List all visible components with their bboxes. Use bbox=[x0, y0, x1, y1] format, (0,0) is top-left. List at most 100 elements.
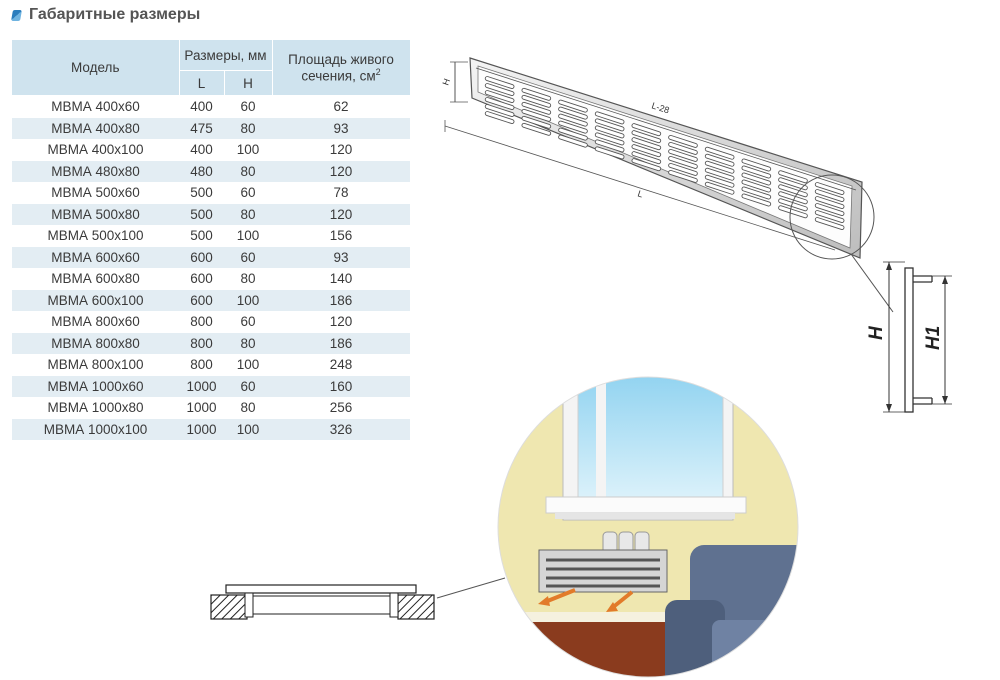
grille-slot bbox=[704, 160, 735, 174]
grille-slot bbox=[484, 111, 515, 125]
grille-slot bbox=[594, 132, 625, 146]
section-view-drawing bbox=[210, 577, 506, 620]
grille-slot bbox=[704, 174, 735, 188]
header-h: H bbox=[224, 70, 273, 96]
cell-area: 186 bbox=[272, 332, 411, 354]
grille-slot bbox=[558, 134, 588, 148]
cell-length: 800 bbox=[179, 354, 224, 376]
grille-slot bbox=[814, 203, 845, 217]
grille-slot bbox=[668, 148, 698, 162]
grille-slot bbox=[521, 87, 552, 101]
grille-slot bbox=[704, 153, 735, 167]
cell-area: 93 bbox=[272, 117, 411, 139]
cell-area: 256 bbox=[272, 397, 411, 419]
grille-slot bbox=[741, 179, 772, 193]
grille-slot bbox=[631, 137, 662, 151]
grille-l28-label: L-28 bbox=[650, 100, 670, 115]
grille-slot bbox=[778, 177, 808, 191]
cell-length: 475 bbox=[179, 117, 224, 139]
profile-h1-label: H1 bbox=[923, 326, 944, 350]
grille-slot bbox=[814, 196, 845, 210]
cell-height: 100 bbox=[224, 289, 273, 311]
cell-height: 80 bbox=[224, 268, 273, 290]
grille-slot bbox=[668, 169, 698, 183]
grille-slot bbox=[631, 158, 662, 172]
grille-h-label: H bbox=[440, 77, 452, 87]
cell-area: 120 bbox=[272, 311, 411, 333]
cell-height: 80 bbox=[224, 160, 273, 182]
cell-height: 80 bbox=[224, 397, 273, 419]
cell-model: МВМА 800х80 bbox=[12, 332, 179, 354]
cell-length: 600 bbox=[179, 268, 224, 290]
cell-length: 400 bbox=[179, 139, 224, 161]
cell-height: 60 bbox=[224, 375, 273, 397]
grille-slot bbox=[594, 139, 625, 153]
grille-l-label: L bbox=[636, 188, 644, 199]
cell-model: МВМА 400х60 bbox=[12, 95, 179, 118]
section-title: Габаритные размеры bbox=[11, 6, 201, 24]
grille-slot bbox=[778, 191, 808, 205]
cell-height: 100 bbox=[224, 225, 273, 247]
cell-height: 60 bbox=[224, 95, 273, 118]
grille-slot bbox=[631, 130, 662, 144]
grille-slot bbox=[521, 122, 552, 136]
header-area-sup: 2 bbox=[375, 66, 381, 77]
cell-length: 500 bbox=[179, 225, 224, 247]
header-area: Площадь живого сечения, см2 bbox=[272, 40, 411, 96]
cell-model: МВМА 600х80 bbox=[12, 268, 179, 290]
grille-slot bbox=[668, 162, 698, 176]
cell-height: 80 bbox=[224, 117, 273, 139]
grille-slot bbox=[814, 210, 845, 224]
grille-slot bbox=[778, 198, 808, 212]
cell-height: 100 bbox=[224, 418, 273, 440]
grille-slot bbox=[814, 189, 845, 203]
cell-length: 1000 bbox=[179, 375, 224, 397]
grille-slot bbox=[594, 111, 625, 125]
grille-slot bbox=[814, 182, 845, 196]
grille-perspective-drawing: H L-28 L bbox=[440, 57, 894, 313]
section-title-text: Габаритные размеры bbox=[29, 6, 201, 23]
grille-slot bbox=[484, 83, 515, 97]
grille-slot bbox=[484, 76, 515, 90]
grille-slot bbox=[631, 123, 662, 137]
cell-length: 600 bbox=[179, 246, 224, 268]
grille-slot bbox=[521, 101, 552, 115]
grille-slot bbox=[484, 97, 515, 111]
grille-slot bbox=[558, 106, 588, 120]
cell-area: 140 bbox=[272, 268, 411, 290]
grille-slot bbox=[814, 217, 845, 231]
header-area-line2: сечения, см bbox=[301, 68, 376, 84]
grille-slot bbox=[704, 146, 735, 160]
grille-slot bbox=[704, 167, 735, 181]
grille-slot bbox=[558, 120, 588, 134]
cell-model: МВМА 500х60 bbox=[12, 182, 179, 204]
grille-slot bbox=[778, 170, 808, 184]
cell-model: МВМА 600х60 bbox=[12, 246, 179, 268]
grille-slot bbox=[521, 115, 552, 129]
grille-slot bbox=[668, 141, 698, 155]
cell-length: 1000 bbox=[179, 397, 224, 419]
cell-height: 100 bbox=[224, 354, 273, 376]
cell-model: МВМА 800х100 bbox=[12, 354, 179, 376]
cell-length: 400 bbox=[179, 95, 224, 118]
cell-length: 480 bbox=[179, 160, 224, 182]
cell-model: МВМА 1000х80 bbox=[12, 397, 179, 419]
profile-h-label: H bbox=[866, 325, 887, 340]
grille-slot bbox=[741, 193, 772, 207]
grille-slot bbox=[484, 104, 515, 118]
cell-height: 60 bbox=[224, 182, 273, 204]
cell-model: МВМА 400х100 bbox=[12, 139, 179, 161]
grille-slot bbox=[521, 94, 552, 108]
grille-slot bbox=[778, 184, 808, 198]
